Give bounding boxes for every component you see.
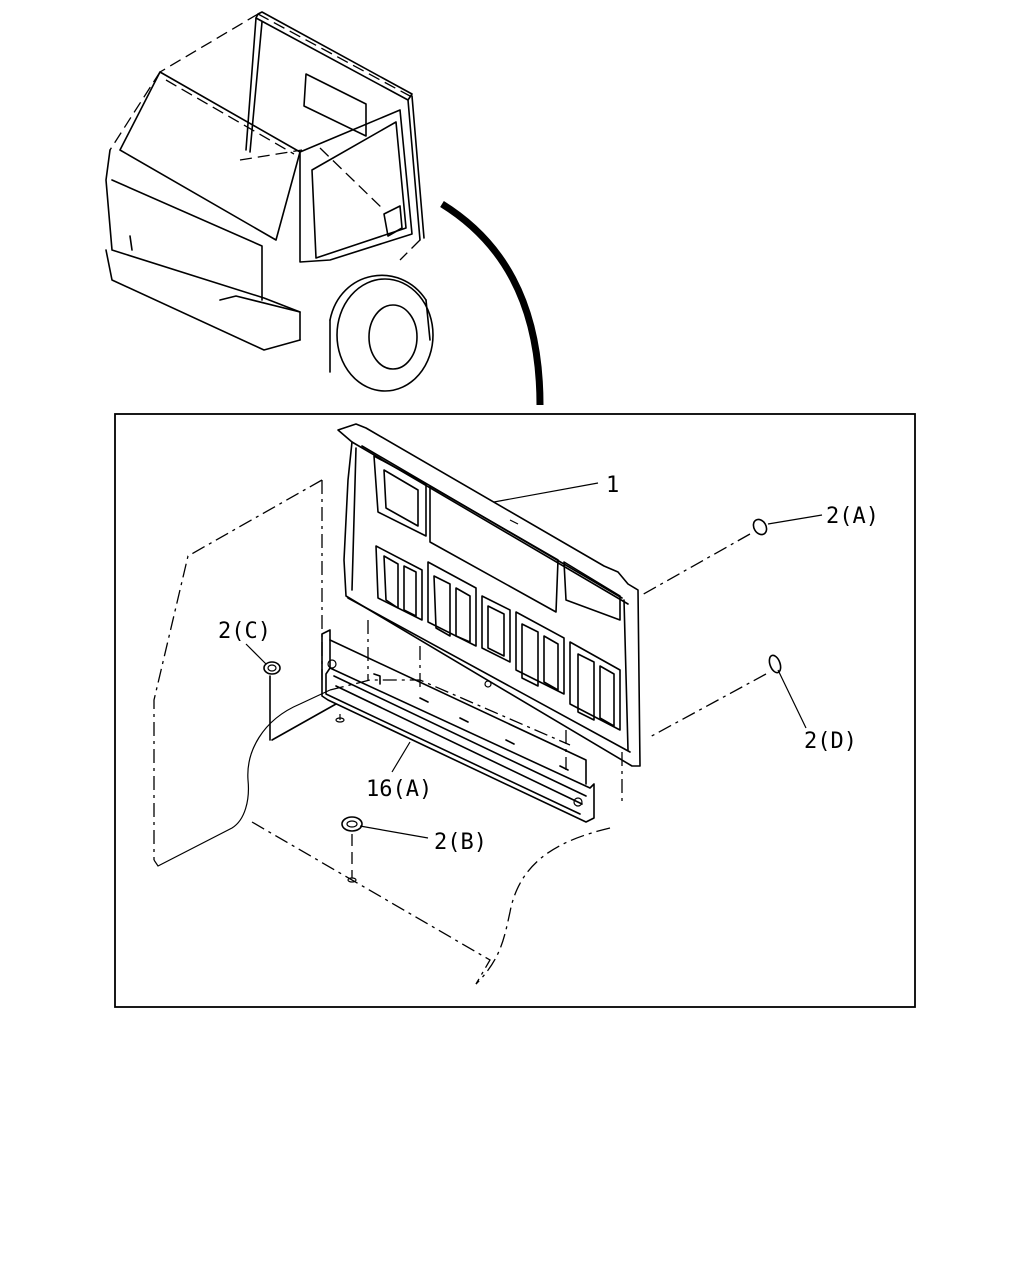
- fastener-2a: [639, 518, 768, 597]
- lower-member-part: [321, 629, 595, 823]
- fastener-2c: [263, 661, 345, 741]
- callout-part-2b: 2(B): [434, 830, 487, 855]
- truck-cab-illustration: [105, 11, 544, 406]
- callout-part-1: 1: [606, 473, 619, 498]
- leader-lines: [245, 482, 823, 839]
- cab-floor-outline: [153, 479, 623, 985]
- fastener-2b: [341, 816, 363, 883]
- fastener-2d: [647, 654, 782, 739]
- callout-part-2c: 2(C): [218, 619, 271, 644]
- callout-part-16a: 16(A): [366, 777, 432, 802]
- callout-part-2d: 2(D): [804, 729, 857, 754]
- callout-part-2a: 2(A): [826, 504, 879, 529]
- rear-panel-part: [337, 423, 641, 767]
- detail-frame: [114, 413, 916, 1008]
